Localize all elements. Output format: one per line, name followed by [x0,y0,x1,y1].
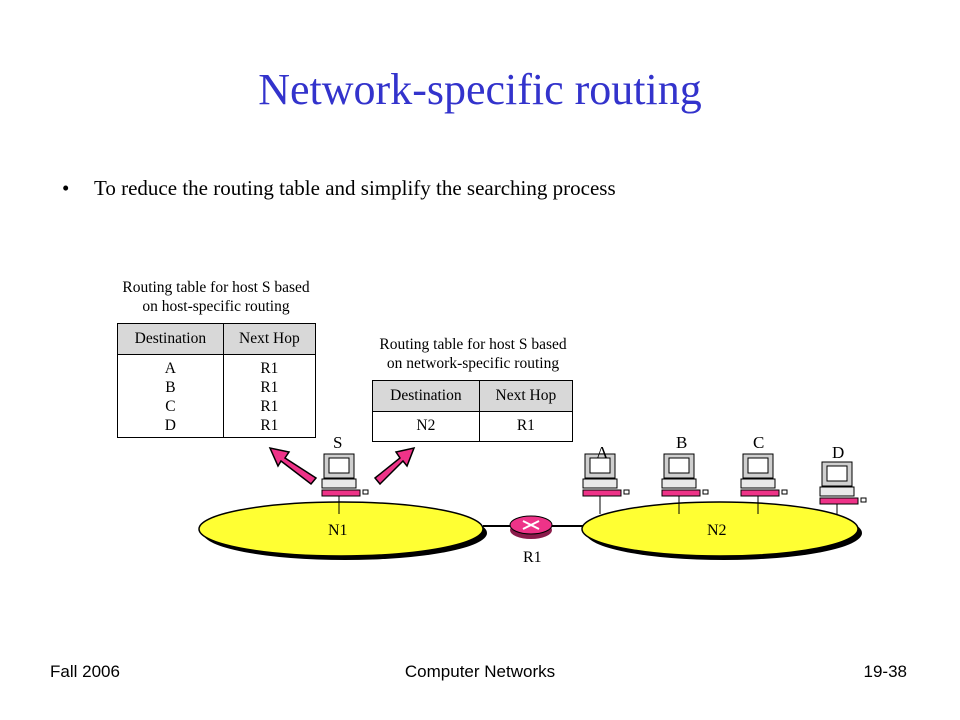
column-header-next-hop: Next Hop [478,380,574,412]
table-cell: D [117,416,224,438]
slide-title: Network-specific routing [258,65,702,114]
table-cell: C [117,397,224,416]
computer-d-icon [819,461,867,514]
network-n1-label: N1 [328,522,348,539]
table-row: A R1 [117,354,317,378]
bullet-text: To reduce the routing table and simplify… [94,176,616,200]
host-a-label: A [596,443,609,462]
host-c-label: C [753,433,764,452]
computer-s-icon [321,453,369,514]
table-cell: A [117,354,224,378]
arrow-to-network-table-icon [373,446,416,486]
network-table-caption: Routing table for host S based on networ… [354,335,592,373]
table-cell: R1 [222,397,317,416]
bullet-point: • To reduce the routing table and simplif… [62,176,616,201]
table-row: D R1 [117,416,317,438]
bullet-dot: • [62,176,70,200]
host-specific-routing-table: Destination Next Hop A R1 B R1 C R1 D R1 [117,323,317,438]
host-table-caption-line2: on host-specific routing [142,298,290,315]
host-d-label: D [832,443,844,462]
table-cell: R1 [478,411,574,442]
network-n2-label: N2 [707,522,727,539]
network-table-caption-line2: on network-specific routing [386,355,560,372]
column-header-destination: Destination [117,323,224,355]
footer-slide-number: 19-38 [863,662,907,681]
host-b-label: B [676,433,687,452]
table-cell: R1 [222,378,317,397]
table-cell: R1 [222,354,317,378]
table-row: B R1 [117,378,317,397]
column-header-destination: Destination [372,380,480,412]
footer-date: Fall 2006 [50,662,120,681]
network-n1 [198,501,484,557]
host-table-caption: Routing table for host S based on host-s… [98,278,334,316]
router-cross-icon [522,520,540,530]
host-s-label: S [333,433,342,452]
network-table-caption-line1: Routing table for host S based [379,336,567,353]
network-n2 [581,501,859,557]
table-row: N2 R1 [372,411,574,442]
footer-course: Computer Networks [404,662,556,681]
host-table-caption-line1: Routing table for host S based [122,279,310,296]
computer-b-icon [661,453,709,514]
computer-a-icon [582,453,630,514]
router-r1-label: R1 [523,549,542,566]
column-header-next-hop: Next Hop [222,323,317,355]
table-cell: N2 [372,411,480,442]
table-header-row: Destination Next Hop [117,323,317,355]
computer-c-icon [740,453,788,514]
network-specific-routing-table: Destination Next Hop N2 R1 [372,380,574,442]
arrow-to-host-table-icon [268,446,318,486]
table-cell: R1 [222,416,317,438]
table-header-row: Destination Next Hop [372,380,574,412]
table-cell: B [117,378,224,397]
table-row: C R1 [117,397,317,416]
